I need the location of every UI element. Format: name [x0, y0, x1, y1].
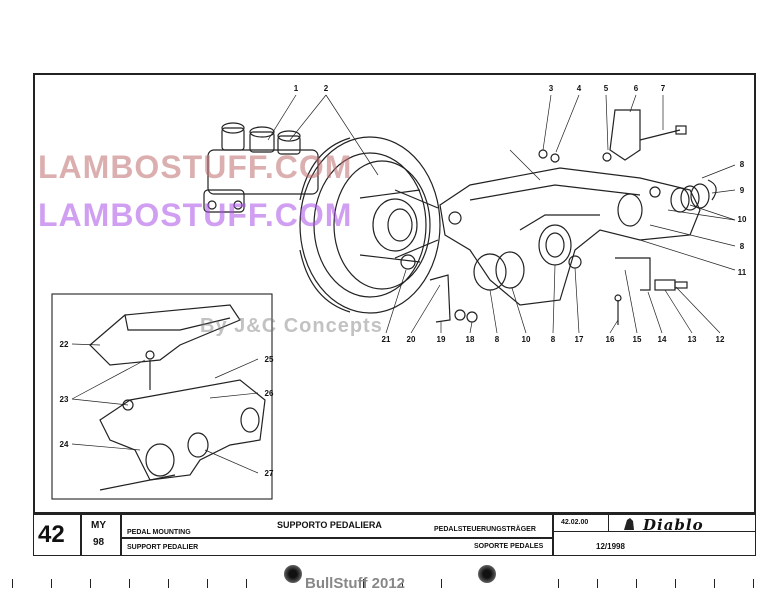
callout-8d: 8 [494, 335, 500, 344]
binder-tick [129, 579, 130, 588]
brand-cell: Diablo [609, 514, 756, 534]
binder-tick [597, 579, 598, 588]
date-cell: 12/1998 [553, 532, 756, 556]
callout-9: 9 [739, 186, 745, 195]
title-french: SUPPORT PEDALIER [127, 544, 199, 551]
title-cell: PEDAL MOUNTING SUPPORTO PEDALIERA PEDALS… [121, 514, 553, 538]
binder-tick [675, 579, 676, 588]
title-block: 42 MY 98 PEDAL MOUNTING SUPPORTO PEDALIE… [33, 514, 756, 556]
title-spanish: SOPORTE PEDALES [474, 543, 544, 550]
binder-hole [284, 565, 302, 583]
callout-7: 7 [660, 84, 666, 93]
bull-logo-icon [624, 518, 634, 530]
subtitle-cell: SUPPORT PEDALIER SOPORTE PEDALES [121, 538, 553, 556]
callout-6: 6 [633, 84, 639, 93]
callout-24: 24 [59, 440, 69, 449]
drawing-frame [33, 73, 756, 514]
footer-credit: BullStuff 2012 [305, 575, 406, 592]
callout-25: 25 [264, 355, 274, 364]
binder-tick [753, 579, 754, 588]
callout-21: 21 [381, 335, 391, 344]
callout-23: 23 [59, 395, 69, 404]
binder-tick [12, 579, 13, 588]
model-year-value: 98 [93, 537, 105, 548]
binder-hole [478, 565, 496, 583]
callout-22: 22 [59, 340, 69, 349]
callout-11: 11 [737, 268, 747, 277]
model-year-label: MY [91, 520, 106, 531]
inset-detail [51, 293, 273, 500]
title-italian: SUPPORTO PEDALIERA [277, 520, 382, 530]
brand-logo: Diablo [643, 516, 704, 534]
callout-13: 13 [687, 335, 697, 344]
callout-10a: 10 [737, 215, 747, 224]
callout-4: 4 [576, 84, 582, 93]
callout-3: 3 [548, 84, 554, 93]
binder-tick [246, 579, 247, 588]
title-english: PEDAL MOUNTING [127, 529, 191, 536]
title-german: PEDALSTEUERUNGSTRÄGER [434, 526, 536, 533]
binder-tick [363, 579, 364, 588]
watermark-bottom: By J&C Concepts [200, 315, 383, 337]
drawing-date: 12/1998 [596, 542, 625, 551]
binder-tick [441, 579, 442, 588]
binder-tick [51, 579, 52, 588]
callout-26: 26 [264, 389, 274, 398]
callout-16: 16 [605, 335, 615, 344]
callout-1: 1 [293, 84, 299, 93]
callout-14: 14 [657, 335, 667, 344]
callout-5: 5 [603, 84, 609, 93]
binder-tick [207, 579, 208, 588]
page-number: 42 [38, 521, 65, 548]
binder-tick [90, 579, 91, 588]
master-cylinder [203, 122, 319, 213]
callout-8c: 8 [550, 335, 556, 344]
brake-booster [299, 136, 441, 314]
binder-tick [714, 579, 715, 588]
watermark-middle: LAMBOSTUFF.COM [38, 197, 353, 233]
small-bracket [538, 109, 687, 163]
binder-tick [168, 579, 169, 588]
callout-20: 20 [406, 335, 416, 344]
ref-code-cell: 42.02.00 [553, 514, 609, 532]
ref-code: 42.02.00 [561, 519, 589, 526]
binder-tick [402, 579, 403, 588]
pedal-bracket [439, 167, 701, 306]
callout-19: 19 [436, 335, 446, 344]
callout-18: 18 [465, 335, 475, 344]
callout-17: 17 [574, 335, 584, 344]
callout-8b: 8 [739, 242, 745, 251]
binder-tick [558, 579, 559, 588]
page-number-cell: 42 [33, 514, 81, 556]
callout-8a: 8 [739, 160, 745, 169]
callout-10b: 10 [521, 335, 531, 344]
callout-2: 2 [323, 84, 329, 93]
binder-tick [636, 579, 637, 588]
callout-15: 15 [632, 335, 642, 344]
callout-12: 12 [715, 335, 725, 344]
model-year-cell: MY 98 [81, 514, 121, 556]
watermark-top: LAMBOSTUFF.COM [38, 149, 353, 185]
callout-27: 27 [264, 469, 274, 478]
